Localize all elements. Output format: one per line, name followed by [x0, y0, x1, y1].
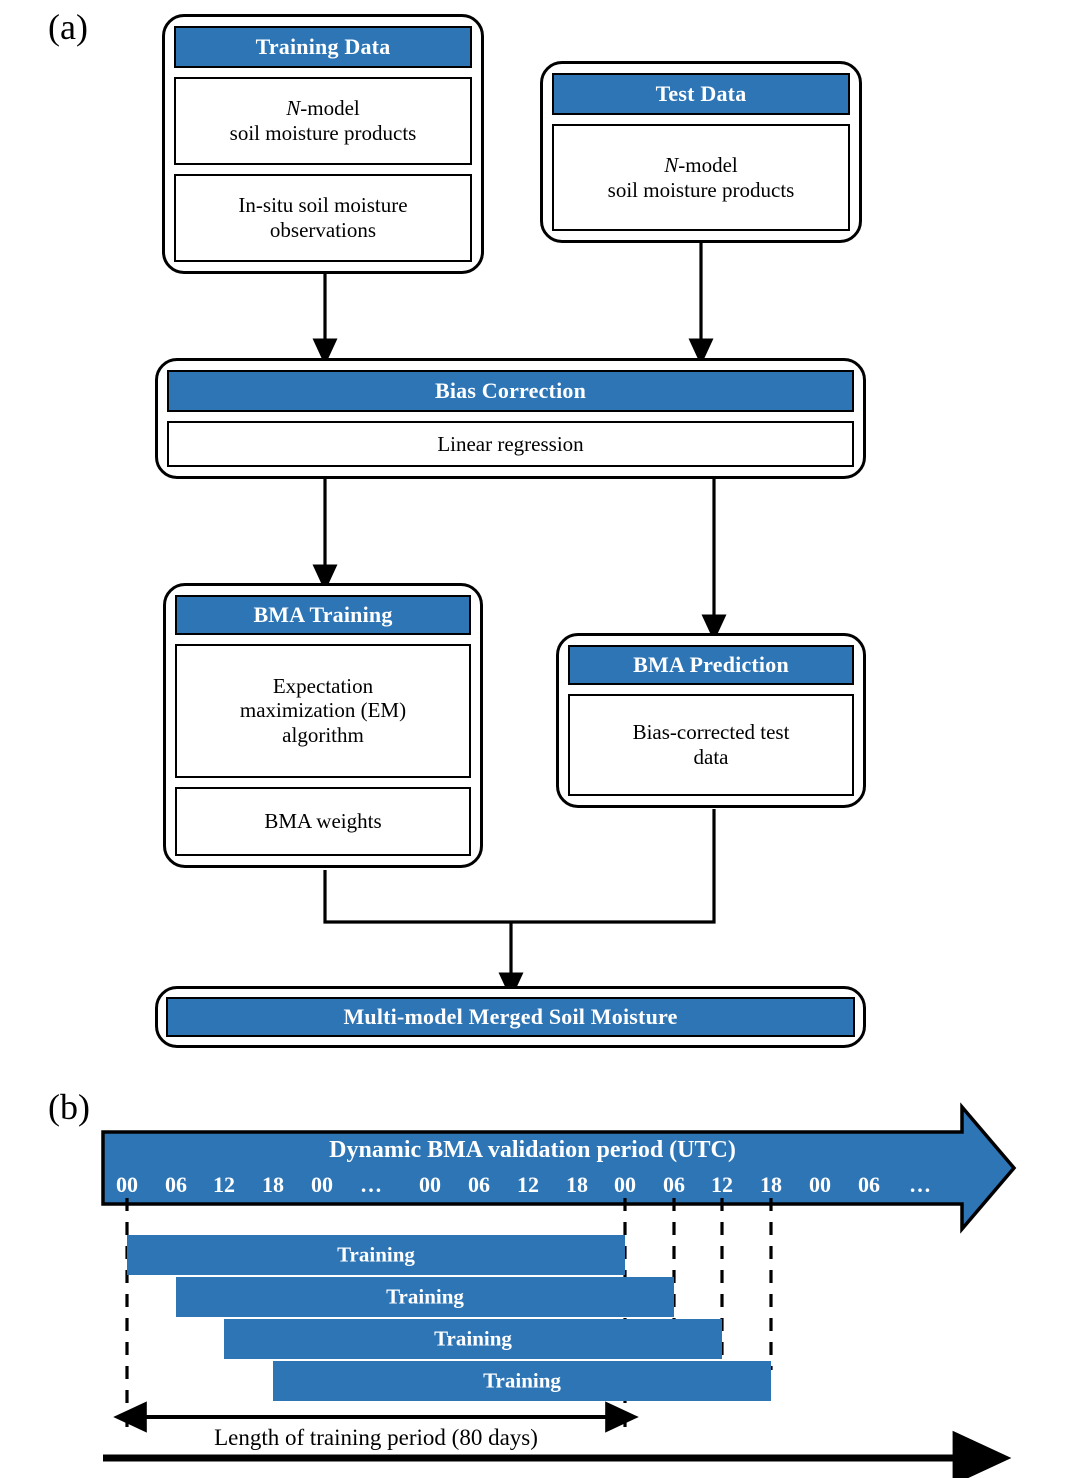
panel-b-label: (b): [48, 1087, 90, 1127]
training-bar-4: [273, 1361, 771, 1401]
tick-label-7: 06: [468, 1172, 490, 1197]
tick-label-5: …: [360, 1172, 382, 1197]
tick-label-14: 00: [809, 1172, 831, 1197]
tick-label-13: 18: [760, 1172, 782, 1197]
timeline-panel: Dynamic BMA validation period (UTC) 00 0…: [0, 1080, 1076, 1478]
tick-label-2: 12: [213, 1172, 235, 1197]
node-merged-output-header: Multi-model Merged Soil Moisture: [166, 997, 855, 1037]
training-bar-3: [224, 1319, 722, 1359]
biascorr-line-2: data: [693, 745, 729, 769]
training-bar-label-4: Training: [483, 1368, 561, 1393]
node-bma-prediction[interactable]: BMA Prediction Bias-corrected test data: [556, 633, 866, 808]
n-model-suffix: -model: [300, 96, 360, 121]
products-line: soil moisture products: [607, 177, 795, 202]
training-bar-label-3: Training: [434, 1326, 512, 1351]
tick-label-10: 00: [614, 1172, 636, 1197]
tick-label-3: 18: [262, 1172, 284, 1197]
node-bias-correction-body: Linear regression: [167, 421, 854, 467]
biascorr-line-1: Bias-corrected test: [632, 720, 790, 745]
training-bar-2: [176, 1277, 674, 1317]
n-model-suffix: -model: [678, 152, 738, 177]
n-model-italic: N: [286, 96, 301, 121]
node-training-data-body-observations: In-situ soil moisture observations: [174, 174, 472, 262]
tick-label-15: 06: [858, 1172, 880, 1197]
node-bma-prediction-header: BMA Prediction: [568, 645, 854, 685]
em-line-1: Expectation: [272, 673, 374, 698]
training-bar-label-1: Training: [337, 1242, 415, 1267]
node-bma-training-body-weights: BMA weights: [175, 786, 471, 856]
tick-label-8: 12: [517, 1172, 539, 1197]
tick-label-0: 00: [116, 1172, 138, 1197]
node-merged-output[interactable]: Multi-model Merged Soil Moisture: [155, 986, 866, 1048]
tick-label-9: 18: [566, 1172, 588, 1197]
node-bma-prediction-body: Bias-corrected test data: [568, 694, 854, 796]
timeline-title: Dynamic BMA validation period (UTC): [329, 1137, 736, 1163]
node-bma-training[interactable]: BMA Training Expectation maximization (E…: [163, 583, 483, 868]
training-bar-label-2: Training: [386, 1284, 464, 1309]
products-line: soil moisture products: [229, 121, 417, 145]
node-test-data-body-products: N-model soil moisture products: [552, 124, 850, 231]
node-training-data[interactable]: Training Data N-model soil moisture prod…: [162, 14, 484, 274]
panel-a-label: (a): [48, 7, 88, 47]
timeline-banner-arrow: [101, 1102, 1017, 1234]
tick-label-1: 06: [165, 1172, 187, 1197]
node-bias-correction[interactable]: Bias Correction Linear regression: [155, 358, 866, 479]
em-line-2: maximization (EM): [239, 698, 407, 723]
insitu-line-2: observations: [269, 218, 377, 242]
node-bma-training-header: BMA Training: [175, 595, 471, 635]
tick-label-6: 00: [419, 1172, 441, 1197]
node-test-data[interactable]: Test Data N-model soil moisture products: [540, 61, 862, 243]
timeline-graphics: [101, 1102, 1017, 1478]
node-test-data-header: Test Data: [552, 73, 850, 115]
em-line-3: algorithm: [282, 723, 364, 748]
training-bar-1: [127, 1235, 625, 1275]
insitu-line-1: In-situ soil moisture: [238, 193, 408, 218]
node-bias-correction-header: Bias Correction: [167, 370, 854, 412]
node-bma-training-body-em: Expectation maximization (EM) algorithm: [175, 644, 471, 778]
node-training-data-body-products: N-model soil moisture products: [174, 77, 472, 165]
tick-label-12: 12: [711, 1172, 733, 1197]
node-training-data-header: Training Data: [174, 26, 472, 68]
tick-label-11: 06: [663, 1172, 685, 1197]
training-length-label: Length of training period (80 days): [214, 1425, 538, 1450]
tick-label-4: 00: [311, 1172, 333, 1197]
tick-label-16: …: [909, 1172, 931, 1197]
n-model-italic: N: [664, 152, 679, 177]
